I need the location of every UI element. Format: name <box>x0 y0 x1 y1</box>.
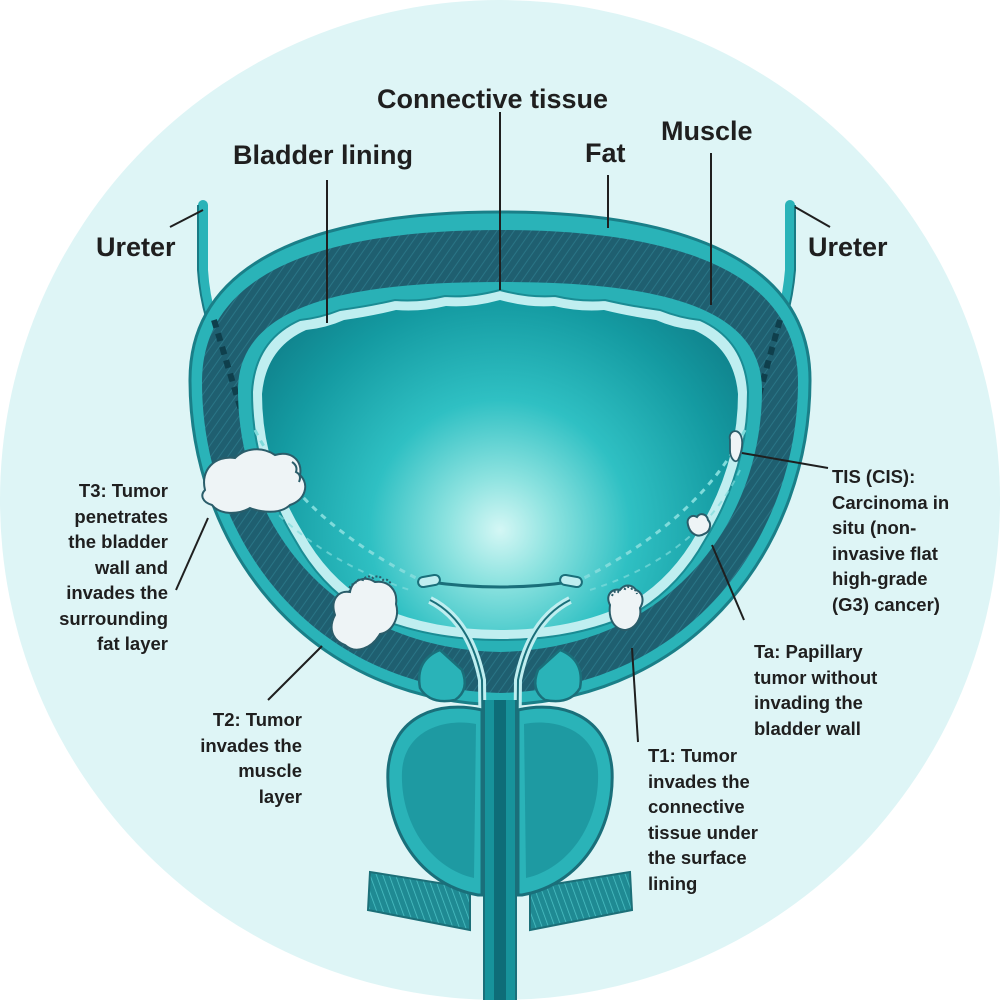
label-t3: T3: Tumor penetrates the bladder wall an… <box>40 478 168 657</box>
leader-tis <box>741 452 829 469</box>
label-ta-line: bladder wall <box>754 717 861 739</box>
label-t3-line: wall and <box>95 556 168 578</box>
label-ta-line: tumor without <box>754 666 878 688</box>
label-muscle: Muscle <box>661 116 753 146</box>
label-t2-line: T2: Tumor <box>212 709 302 730</box>
label-tis-line: situ (non- <box>832 517 917 538</box>
tumor-ta <box>686 513 712 537</box>
prostate-right-lobe-inner <box>524 722 599 878</box>
pelvic-muscle-right <box>529 870 634 932</box>
label-bladder-lining: Bladder lining <box>233 140 414 170</box>
label-tis-line: TIS (CIS): <box>832 466 916 487</box>
label-tis-line: Carcinoma in <box>832 491 950 513</box>
tumor-t2-fronds <box>348 575 392 593</box>
label-t2-line: muscle <box>238 760 302 781</box>
tumor-t3 <box>201 448 307 514</box>
bladder-neck-arc <box>429 580 571 589</box>
label-tis: TIS (CIS): Carcinoma in situ (non- invas… <box>832 464 949 617</box>
ureteric-orifice-right <box>559 573 583 589</box>
label-connective-tissue: Connective tissue <box>377 84 609 114</box>
label-t3-line: penetrates <box>74 505 168 527</box>
label-t1-line: invades the <box>648 770 750 792</box>
label-ta-line: Ta: Papillary <box>754 641 863 662</box>
tumor-tis <box>728 430 744 463</box>
label-t3-line: invades the <box>66 582 168 603</box>
label-ta: Ta: Papillary tumor without invading the… <box>754 639 877 741</box>
tumor-t3-fronds <box>291 461 301 483</box>
leader-ta <box>711 544 745 621</box>
leader-lines <box>169 112 831 743</box>
duct-left-edge <box>429 599 485 861</box>
label-t1-line: lining <box>648 872 698 894</box>
label-fat: Fat <box>585 138 626 168</box>
label-tis-line: high-grade <box>832 568 928 589</box>
trigone-right-dash-2 <box>589 469 741 591</box>
seminal-vesicle-right <box>533 648 583 703</box>
seminal-vesicle-left <box>417 648 467 703</box>
label-t1-line: connective <box>648 796 745 817</box>
bladder-lumen <box>262 300 738 630</box>
label-t1: T1: Tumor invades the connective tissue … <box>648 743 758 896</box>
label-t2-line: layer <box>258 785 302 807</box>
label-t3-line: the bladder <box>68 531 168 552</box>
label-t3-line: surrounding <box>59 607 168 629</box>
label-t2-line: invades the <box>200 734 302 756</box>
label-t1-line: T1: Tumor <box>648 745 738 766</box>
leader-t2 <box>267 645 323 701</box>
label-ureter-left: Ureter <box>96 232 176 262</box>
tumor-t1-fronds <box>611 586 638 597</box>
leader-ureter-right <box>794 206 831 228</box>
ureteric-orifice-left <box>417 573 441 589</box>
duct-right-edge <box>515 599 571 861</box>
leader-ureter-left <box>169 209 204 228</box>
leader-t3 <box>175 517 209 591</box>
label-t2: T2: Tumor invades the muscle layer <box>172 707 302 809</box>
label-t1-line: tissue under <box>648 821 758 843</box>
leader-t1 <box>631 647 639 743</box>
pelvic-muscle-left <box>366 870 471 932</box>
label-t3-line: fat layer <box>97 633 168 654</box>
label-t1-line: the surface <box>648 847 747 868</box>
tumor-t1 <box>607 584 644 632</box>
label-ta-line: invading the <box>754 692 863 713</box>
urethra-inner <box>494 700 506 1000</box>
label-ureter-right: Ureter <box>808 232 888 262</box>
label-tis-line: invasive flat <box>832 542 938 564</box>
prostate-left-lobe-inner <box>401 722 476 878</box>
label-tis-line: (G3) cancer) <box>832 593 940 615</box>
label-t3-line: T3: Tumor <box>78 480 168 501</box>
